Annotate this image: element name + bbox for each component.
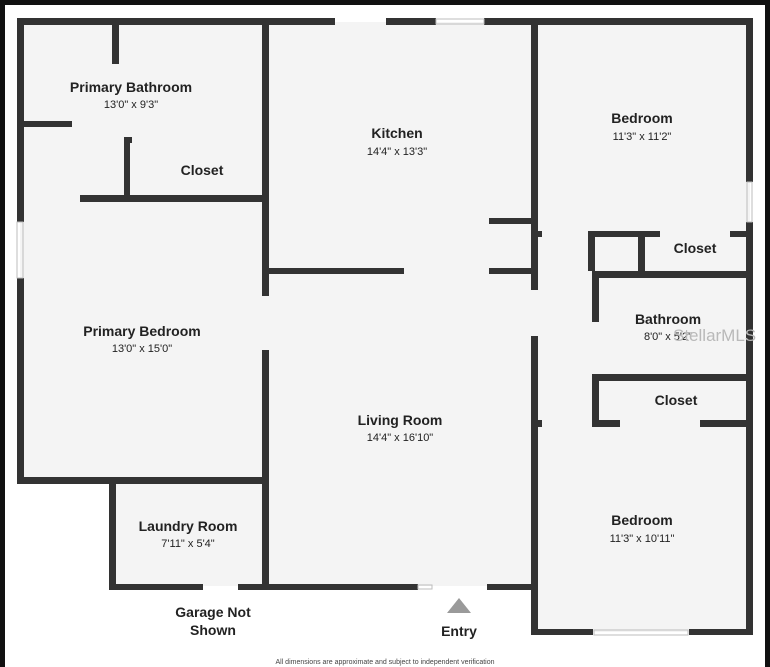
frame-top: [0, 0, 770, 5]
room-dimensions: 13'0" x 9'3": [104, 99, 158, 111]
room-primary-closet: Closet: [181, 162, 224, 178]
garage-label-line2: Shown: [190, 622, 236, 638]
room-closet-mid: Closet: [655, 392, 698, 408]
room-name: Laundry Room: [139, 518, 238, 534]
frame-right: [765, 0, 770, 667]
room-name: Kitchen: [371, 125, 422, 141]
room-bathroom: Bathroom 8'0" x 5'2": [635, 311, 701, 343]
room-bedroom-bottom: Bedroom 11'3" x 10'11": [610, 512, 675, 545]
room-kitchen: Kitchen 14'4" x 13'3": [367, 125, 427, 158]
room-name: Bedroom: [611, 512, 672, 528]
room-name: Primary Bathroom: [70, 79, 192, 95]
room-name: Bedroom: [611, 110, 672, 126]
room-dimensions: 11'3" x 11'2": [613, 131, 672, 143]
room-dimensions: 14'4" x 16'10": [367, 432, 434, 444]
room-name: Closet: [655, 392, 698, 408]
windows: [16, 18, 753, 636]
walls: [17, 18, 753, 635]
footnote: All dimensions are approximate and subje…: [275, 659, 494, 666]
room-name: Bathroom: [635, 311, 701, 327]
room-dimensions: 13'0" x 15'0": [112, 343, 172, 355]
room-dimensions: 8'0" x 5'2": [644, 331, 692, 343]
room-dimensions: 14'4" x 13'3": [367, 146, 427, 158]
room-primary-bedroom: Primary Bedroom 13'0" x 15'0": [83, 323, 200, 355]
room-name: Closet: [674, 240, 717, 256]
room-bedroom-top: Bedroom 11'3" x 11'2": [611, 110, 672, 143]
room-primary-bathroom: Primary Bathroom 13'0" x 9'3": [70, 79, 192, 111]
room-dimensions: 7'11" x 5'4": [161, 538, 214, 550]
room-name: Closet: [181, 162, 224, 178]
room-hall-closet: Closet: [674, 240, 717, 256]
floor-areas: [20, 22, 750, 632]
entry-label: Entry: [441, 623, 477, 639]
garage-label-line1: Garage Not: [175, 604, 251, 620]
room-dimensions: 11'3" x 10'11": [610, 533, 675, 545]
room-laundry-room: Laundry Room 7'11" x 5'4": [139, 518, 238, 550]
entry-arrow-icon: [447, 598, 471, 613]
room-name: Living Room: [358, 412, 443, 428]
frame-left: [0, 0, 5, 667]
room-living-room: Living Room 14'4" x 16'10": [358, 412, 443, 444]
watermark: StellarMLS: [673, 326, 756, 345]
room-name: Primary Bedroom: [83, 323, 200, 339]
